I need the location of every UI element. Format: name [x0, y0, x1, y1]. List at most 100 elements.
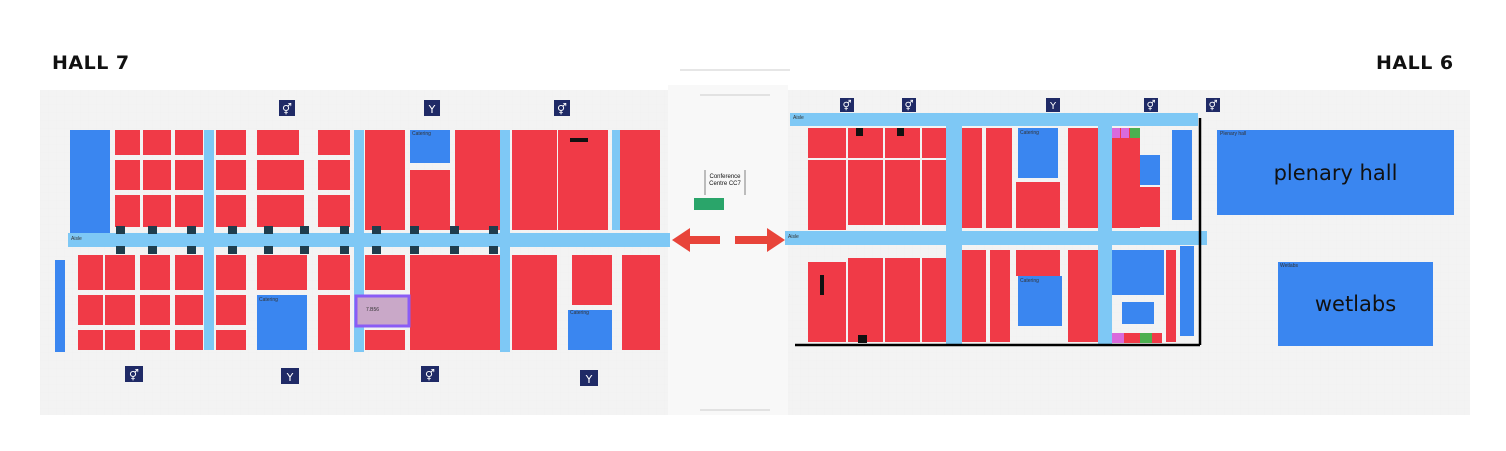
hall-6 — [785, 113, 1454, 347]
double-arrow-icon — [672, 228, 785, 252]
booth[interactable] — [143, 195, 171, 227]
hall-7-blue-stand[interactable] — [70, 130, 110, 235]
hall-7-blue-stand[interactable] — [568, 310, 612, 350]
booth[interactable] — [175, 130, 203, 155]
booth[interactable] — [986, 128, 1012, 228]
booth[interactable] — [885, 160, 920, 225]
restroom-icon: ⚥ — [1206, 98, 1220, 112]
booth[interactable] — [990, 250, 1010, 342]
booth[interactable] — [216, 295, 246, 325]
plenary-hall[interactable] — [1217, 130, 1454, 215]
booth[interactable] — [512, 255, 557, 350]
svg-text:⚥: ⚥ — [425, 369, 435, 382]
booth[interactable] — [318, 295, 350, 350]
highlighted-booth[interactable] — [354, 294, 411, 328]
booth[interactable] — [175, 255, 203, 290]
booth[interactable] — [175, 330, 203, 350]
booth[interactable] — [572, 255, 612, 305]
booth[interactable] — [257, 160, 304, 190]
booth[interactable] — [175, 160, 203, 190]
booth[interactable] — [318, 195, 350, 227]
booth[interactable] — [105, 295, 135, 325]
booth[interactable] — [450, 255, 500, 350]
booth[interactable] — [143, 160, 171, 190]
booth[interactable] — [1068, 250, 1098, 342]
booth[interactable] — [105, 330, 135, 350]
svg-text:⚥: ⚥ — [282, 103, 292, 116]
hall-6-blue-stand[interactable] — [1122, 302, 1154, 324]
booth[interactable] — [808, 262, 846, 342]
booth[interactable] — [410, 170, 450, 230]
booth[interactable] — [1121, 128, 1129, 138]
wetlabs[interactable] — [1278, 262, 1433, 346]
booth[interactable] — [140, 255, 170, 290]
booth[interactable] — [1016, 182, 1060, 228]
booth[interactable] — [1068, 128, 1098, 228]
booth[interactable] — [848, 160, 883, 225]
hall-6-blue-stand[interactable] — [1180, 246, 1194, 336]
booth[interactable] — [365, 330, 405, 350]
svg-text:⚥: ⚥ — [1208, 100, 1217, 112]
booth[interactable] — [365, 255, 405, 290]
booth[interactable] — [922, 160, 946, 225]
booth[interactable] — [922, 258, 946, 342]
booth[interactable] — [1130, 128, 1140, 138]
booth[interactable] — [512, 130, 557, 230]
booth[interactable] — [257, 255, 307, 290]
booth[interactable] — [143, 130, 171, 155]
hall-7-catering[interactable] — [410, 130, 450, 163]
booth[interactable] — [257, 130, 299, 155]
booth[interactable] — [318, 160, 350, 190]
booth[interactable] — [216, 160, 246, 190]
booth[interactable] — [140, 330, 170, 350]
booth[interactable] — [365, 130, 405, 230]
booth[interactable] — [962, 128, 982, 228]
booth[interactable] — [115, 130, 140, 155]
svg-text:⚥: ⚥ — [1146, 100, 1155, 112]
booth[interactable] — [216, 255, 246, 290]
booth[interactable] — [140, 295, 170, 325]
booth[interactable] — [1166, 250, 1176, 342]
booth[interactable] — [115, 160, 140, 190]
hall-6-blue-stand[interactable] — [1112, 250, 1164, 295]
booth[interactable] — [962, 250, 986, 342]
booth[interactable] — [175, 195, 203, 227]
booth[interactable] — [848, 258, 883, 342]
booth[interactable] — [848, 128, 883, 158]
booth[interactable] — [318, 255, 350, 290]
hall-7-catering[interactable] — [257, 295, 307, 350]
booth[interactable] — [1112, 128, 1140, 228]
booth[interactable] — [1016, 250, 1060, 276]
booth[interactable] — [257, 195, 304, 227]
booth[interactable] — [808, 160, 846, 230]
booth[interactable] — [620, 130, 660, 230]
booth[interactable] — [885, 258, 920, 342]
booth[interactable] — [216, 195, 246, 227]
booth[interactable] — [78, 330, 103, 350]
booth[interactable] — [1112, 333, 1162, 343]
booth[interactable] — [1140, 187, 1160, 227]
booth[interactable] — [175, 295, 203, 325]
hall-6-blue-stand[interactable] — [1018, 276, 1062, 326]
booth[interactable] — [1112, 128, 1120, 138]
booth[interactable] — [922, 128, 946, 158]
conference-centre-label: Conference Centre CC7 — [709, 174, 741, 187]
booth[interactable] — [216, 330, 246, 350]
booth[interactable] — [455, 130, 500, 230]
booth[interactable] — [115, 195, 140, 227]
svg-text:Y: Y — [585, 373, 593, 386]
hall-6-catering[interactable] — [1018, 128, 1058, 178]
booth[interactable] — [78, 295, 103, 325]
booth[interactable] — [105, 255, 135, 290]
booth[interactable] — [410, 255, 450, 350]
hall-6-blue-stand[interactable] — [1172, 130, 1192, 220]
booth[interactable] — [78, 255, 103, 290]
booth[interactable] — [558, 130, 608, 230]
booth[interactable] — [622, 255, 660, 350]
hall-7-blue-stand[interactable] — [55, 260, 65, 352]
booth[interactable] — [318, 130, 350, 155]
booth[interactable] — [808, 128, 846, 158]
booth[interactable] — [216, 130, 246, 155]
conference-room[interactable] — [694, 198, 724, 210]
hall-6-blue-stand[interactable] — [1140, 155, 1160, 185]
